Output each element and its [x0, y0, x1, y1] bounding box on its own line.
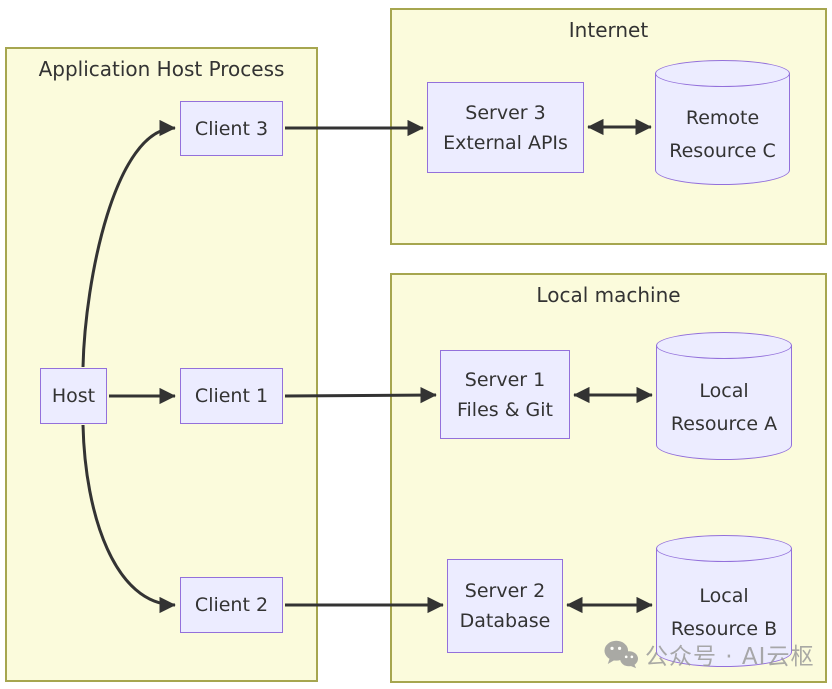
node-client3: Client 3: [180, 101, 283, 156]
node-server2-line2: Database: [459, 610, 551, 632]
node-host-label: Host: [51, 385, 96, 407]
node-resource-a-line1: Local: [699, 380, 749, 402]
node-resource-c: Remote Resource C: [655, 60, 790, 185]
node-client1-label: Client 1: [194, 385, 269, 407]
group-title-internet: Internet: [568, 18, 649, 42]
node-client3-label: Client 3: [194, 117, 269, 140]
node-resource-a: Local Resource A: [656, 332, 792, 460]
node-resource-a-line2: Resource A: [670, 413, 778, 435]
node-resource-b-line1: Local: [699, 585, 749, 607]
wechat-icon: [604, 640, 638, 669]
node-server2-line1: Server 2: [464, 580, 546, 602]
watermark-text: 公众号 · AI云枢: [645, 644, 815, 670]
node-host: Host: [40, 368, 107, 424]
node-server3-line1: Server 3: [465, 101, 546, 124]
node-server2: Server 2 Database: [447, 559, 563, 653]
node-resource-c-line2: Resource C: [669, 139, 776, 162]
node-resource-c-line1: Remote: [685, 106, 760, 129]
cylinder-body: [655, 73, 790, 185]
cylinder-top: [656, 535, 792, 562]
watermark: 公众号 · AI云枢: [604, 637, 814, 671]
node-server3-line2: External APIs: [443, 131, 568, 154]
node-client2: Client 2: [180, 577, 283, 633]
group-title-application-host-process: Application Host Process: [38, 57, 285, 81]
node-client2-label: Client 2: [194, 594, 269, 616]
node-resource-b-line2: Resource B: [670, 618, 778, 640]
group-title-local-machine: Local machine: [536, 283, 681, 307]
node-server1-line2: Files & Git: [456, 398, 554, 421]
node-server1: Server 1 Files & Git: [440, 350, 570, 439]
cylinder-top: [655, 60, 790, 87]
cylinder-body: [656, 548, 792, 667]
cylinder-top: [656, 332, 792, 359]
node-server3: Server 3 External APIs: [427, 82, 584, 173]
node-server1-line1: Server 1: [464, 368, 546, 391]
node-client1: Client 1: [180, 368, 283, 424]
node-resource-b: Local Resource B: [656, 535, 792, 667]
cylinder-body: [656, 345, 792, 460]
